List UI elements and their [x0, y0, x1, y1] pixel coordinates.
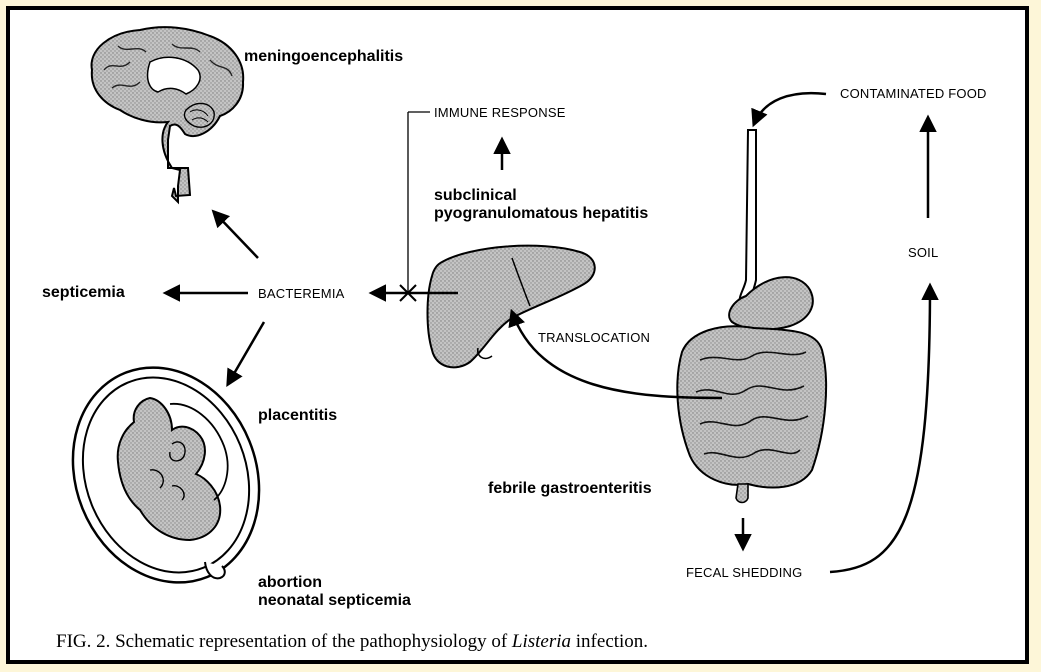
liver-illustration: [428, 246, 595, 368]
label-placentitis: placentitis: [258, 408, 337, 424]
label-septicemia: septicemia: [42, 285, 125, 301]
label-fecal-shedding: FECAL SHEDDING: [686, 566, 802, 579]
label-hepatitis-group: subclinical pyogranulomatous hepatitis: [434, 187, 648, 224]
label-febrile-gastroenteritis: febrile gastroenteritis: [488, 481, 652, 497]
immune-response-connector: [408, 112, 430, 292]
label-bacteremia: BACTEREMIA: [258, 287, 345, 300]
label-subclinical: subclinical: [434, 187, 648, 205]
arrow-to-meningoencephalitis: [214, 212, 258, 258]
label-immune-response: IMMUNE RESPONSE: [434, 106, 566, 119]
caption-suffix: infection.: [571, 631, 648, 652]
label-pyogranulomatous-hepatitis: pyogranulomatous hepatitis: [434, 205, 648, 223]
caption-prefix: FIG. 2. Schematic representation of the …: [56, 631, 512, 652]
brain-illustration: [92, 27, 244, 202]
label-abortion: abortion: [258, 574, 411, 592]
label-translocation: TRANSLOCATION: [538, 331, 650, 344]
label-abortion-group: abortion neonatal septicemia: [258, 574, 411, 611]
label-soil: SOIL: [908, 246, 938, 259]
arrow-contaminated-food-to-gut: [754, 93, 826, 124]
pregnant-uterus-illustration: [41, 339, 290, 610]
arrow-fecal-shedding-to-soil: [830, 286, 930, 572]
digestive-tract-illustration: [677, 130, 826, 503]
label-meningoencephalitis: meningoencephalitis: [244, 49, 403, 65]
label-neonatal-septicemia: neonatal septicemia: [258, 592, 411, 610]
arrow-to-placentitis: [228, 322, 264, 384]
label-contaminated-food: CONTAMINATED FOOD: [840, 87, 987, 100]
caption-italic: Listeria: [512, 631, 571, 652]
figure-caption: FIG. 2. Schematic representation of the …: [56, 631, 648, 653]
